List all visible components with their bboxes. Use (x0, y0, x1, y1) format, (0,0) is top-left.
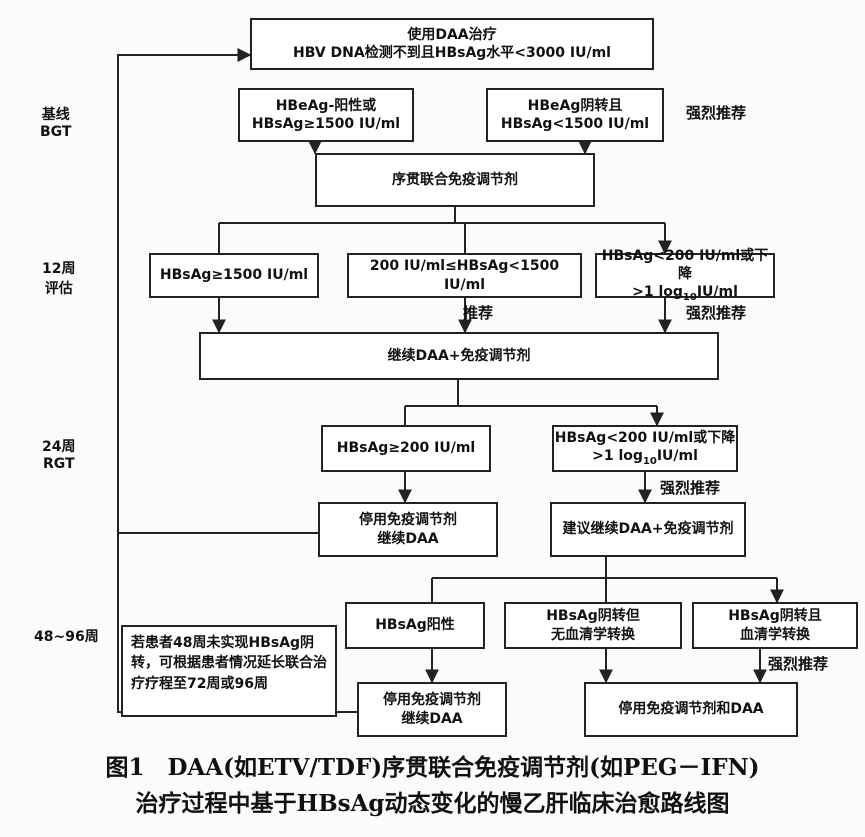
split-12wk (218, 207, 665, 253)
stop-immuno-continue-daa-box-48: 停用免疫调节剂继续DAA (357, 682, 507, 737)
flow-connectors (117, 48, 865, 713)
hbsag-positive-box: HBsAg阳性 (345, 602, 485, 649)
split-24wk (404, 380, 657, 425)
hbsag-neg-no-sero-box: HBsAg阴转但无血清学转换 (504, 602, 682, 649)
continue-therapy-box: 继续DAA+免疫调节剂 (199, 332, 719, 380)
strong-recommend-12wk-label: 强烈推荐 (686, 304, 747, 322)
w24-low-second-line: >1 log10IU/ml (592, 448, 698, 467)
stage-12wk-label: 12周评估 (42, 261, 76, 297)
strong-recommend-baseline-label: 强烈推荐 (686, 104, 747, 122)
strong-recommend-48wk-label: 强烈推荐 (768, 655, 829, 673)
w24-high-box: HBsAg≥200 IU/ml (321, 425, 491, 472)
split-48wk (431, 557, 777, 602)
w12-low-second-line: >1 log10IU/ml (632, 284, 738, 304)
suggest-continue-box: 建议继续DAA+免疫调节剂 (550, 502, 746, 557)
figure-caption-line-2: 治疗过程中基于HBsAg动态变化的慢乙肝临床治愈路线图 (135, 790, 730, 817)
stop-immuno-continue-daa-box-24: 停用免疫调节剂继续DAA (318, 502, 498, 557)
stop-all-box: 停用免疫调节剂和DAA (584, 682, 798, 737)
extension-note-box: 若患者48周未实现HBsAg阴转，可根据患者情况延长联合治疗疗程至72周或96周 (121, 625, 337, 717)
recommend-12wk-label: 推荐 (463, 304, 494, 322)
hbsag-neg-sero-box: HBsAg阴转且血清学转换 (692, 602, 858, 649)
w12-low-box: HBsAg<200 IU/ml或下降 >1 log10IU/ml (595, 248, 775, 303)
stage-48-96wk-label: 48~96周 (34, 629, 99, 645)
sequential-therapy-box: 序贯联合免疫调节剂 (315, 153, 595, 207)
w12-high-box: HBsAg≥1500 IU/ml (149, 253, 319, 298)
w24-low-box: HBsAg<200 IU/ml或下降 >1 log10IU/ml (552, 425, 738, 472)
w12-mid-box: 200 IU/ml≤HBsAg<1500 IU/ml (347, 253, 582, 298)
strong-recommend-24wk-label: 强烈推荐 (660, 479, 721, 497)
figure-caption-line-1: 图1 DAA(如ETV/TDF)序贯联合免疫调节剂(如PEG－IFN) (105, 754, 760, 781)
